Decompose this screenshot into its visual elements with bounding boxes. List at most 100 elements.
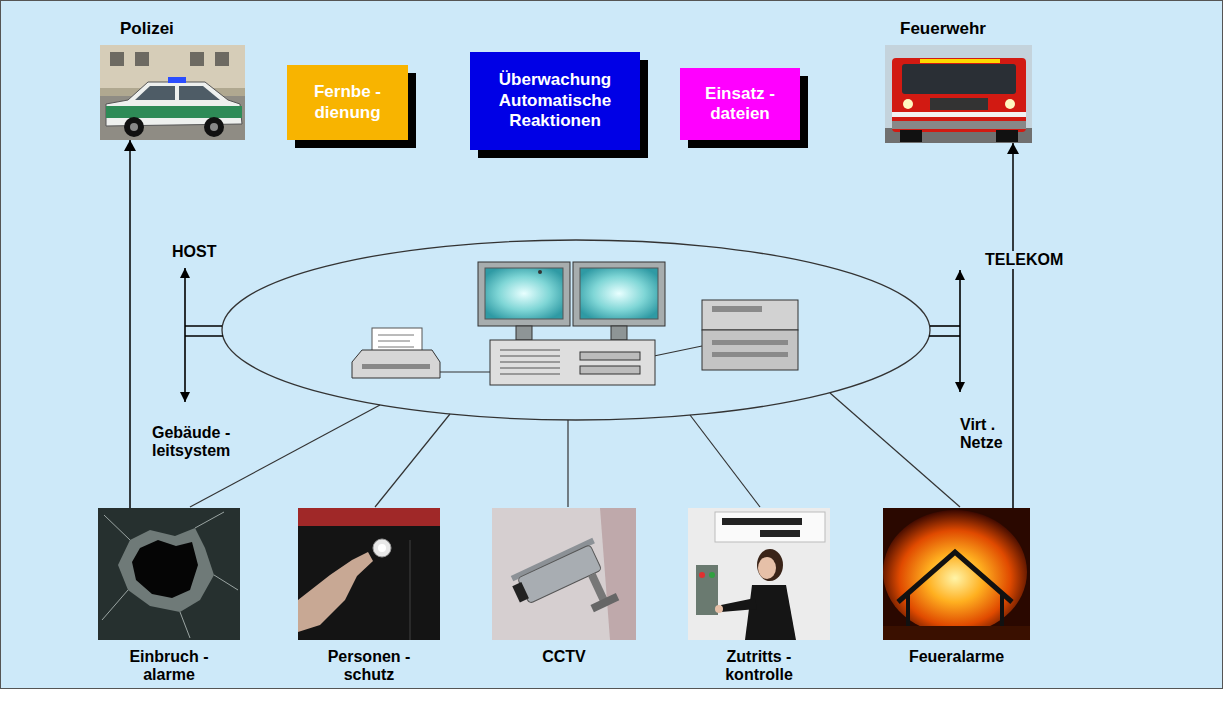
ring-spokes-part xyxy=(690,415,760,507)
workstation-part xyxy=(654,346,702,356)
host-bracket xyxy=(185,268,223,402)
access-control-photo-part xyxy=(699,572,705,578)
subsystem-photo-frame: Personen - schutz xyxy=(298,508,440,640)
access-control-photo-part xyxy=(709,572,715,578)
access-control-photo xyxy=(688,508,830,640)
broken-glass-photo-part xyxy=(102,512,238,638)
box-label: Überwachung Automatische Reaktionen xyxy=(478,70,632,131)
network-ring-part xyxy=(222,240,930,420)
access-control-photo-part xyxy=(722,518,802,525)
police-photo-part xyxy=(110,52,124,66)
access-control-photo-part xyxy=(688,508,830,640)
workstation-part xyxy=(438,371,492,372)
police-photo-part xyxy=(215,52,229,66)
subsystem-photo-frame: Zutritts - kontrolle xyxy=(688,508,830,640)
cctv-photo-part xyxy=(508,538,621,639)
fire-truck-photo-part xyxy=(920,59,1000,63)
function-box: Überwachung Automatische Reaktionen xyxy=(470,52,640,150)
access-control-photo-part xyxy=(757,549,783,581)
workstation-part xyxy=(378,347,414,348)
alarm-arrow xyxy=(129,140,131,508)
subsystem-photo-frame: Feueralarme xyxy=(883,508,1030,640)
ring-spokes-part xyxy=(375,414,450,507)
panic-button-photo-part xyxy=(373,539,391,557)
police-photo-part xyxy=(106,82,242,126)
interface-label: HOST xyxy=(172,243,216,261)
police-photo xyxy=(100,45,245,140)
panic-button-photo-part xyxy=(298,552,373,632)
police-photo-frame: Polizei xyxy=(100,45,245,140)
panic-button-photo-part xyxy=(409,540,411,640)
subsystem-photo-frame: Einbruch - alarme xyxy=(98,508,240,640)
photo-caption: Personen - schutz xyxy=(314,648,424,685)
host-bracket-part xyxy=(185,325,222,327)
subsystem-photo-frame: CCTV xyxy=(492,508,636,640)
cctv-photo xyxy=(492,508,636,640)
fire-truck-photo xyxy=(885,45,1032,143)
workstation-part xyxy=(580,352,640,360)
workstation-part xyxy=(490,340,655,385)
fire-photo-part xyxy=(898,552,1012,602)
telekom-bracket xyxy=(929,270,960,392)
workstation-part xyxy=(362,364,430,369)
fire-truck-photo-part xyxy=(1005,99,1015,109)
workstation-part xyxy=(712,352,788,357)
workstation-part xyxy=(580,268,658,319)
access-control-photo-part xyxy=(745,585,796,640)
fire-truck-photo-part xyxy=(892,112,1026,117)
access-control-photo-part xyxy=(696,565,718,615)
broken-glass-photo-part-part xyxy=(180,612,190,638)
workstation-part xyxy=(500,350,560,351)
workstation-part xyxy=(500,356,560,357)
ring-spokes-part xyxy=(567,420,568,507)
fire-truck-photo-part xyxy=(900,130,922,142)
broken-glass-photo-part xyxy=(118,528,214,612)
fire-brigade-photo-frame: Feuerwehr xyxy=(885,45,1032,143)
fire-truck-photo-part xyxy=(892,121,1026,129)
access-control-photo-part xyxy=(760,530,800,537)
photo-caption: Zutritts - kontrolle xyxy=(704,648,814,685)
police-photo-part xyxy=(130,123,138,131)
photo-caption: Feuerwehr xyxy=(900,19,986,39)
telekom-bracket-part xyxy=(930,325,960,327)
panic-button-photo-part xyxy=(298,508,440,526)
workstation-part xyxy=(378,335,414,336)
cctv-photo-part-part xyxy=(512,582,529,603)
interface-label: Gebäude - leitsystem xyxy=(152,424,262,461)
photo-caption: Feueralarme xyxy=(902,648,1012,666)
fire-truck-photo-part xyxy=(996,130,1018,142)
police-photo-part xyxy=(204,117,224,137)
fire-truck-photo-part xyxy=(930,98,988,110)
police-photo-part xyxy=(168,77,186,83)
fire-photo-part xyxy=(883,510,1027,634)
photo-caption: Polizei xyxy=(120,19,174,39)
fire-truck-photo-part xyxy=(902,64,1016,94)
photo-caption: Einbruch - alarme xyxy=(114,648,224,685)
broken-glass-photo-part-part xyxy=(102,590,128,620)
fire-photo xyxy=(883,508,1030,640)
fire-photo-part xyxy=(883,508,1030,640)
workstation-part xyxy=(378,341,410,342)
workstation-part xyxy=(538,270,542,274)
workstation-part xyxy=(500,374,560,375)
broken-glass-photo-part xyxy=(132,540,198,598)
host-bracket-part xyxy=(184,268,186,402)
workstation-part xyxy=(702,300,798,330)
interface-label: Virt . Netze xyxy=(958,416,1010,453)
cctv-photo-part-part xyxy=(517,545,601,604)
access-control-photo-part xyxy=(721,598,757,612)
broken-glass-photo-part-part xyxy=(104,515,130,540)
access-control-photo-part xyxy=(715,605,723,613)
workstation-part xyxy=(712,340,788,345)
network-ring xyxy=(222,240,930,420)
workstation-part xyxy=(611,326,627,340)
workstation-part xyxy=(702,330,798,370)
workstation-part xyxy=(580,366,640,374)
interface-label: TELEKOM xyxy=(983,251,1065,269)
fire-photo-part xyxy=(883,626,1030,640)
alarm-arrow xyxy=(1012,143,1014,508)
panic-button-photo-part xyxy=(378,544,386,552)
fire-truck-photo-part xyxy=(892,58,1026,132)
police-photo-part xyxy=(106,106,242,118)
panic-button-photo xyxy=(298,508,440,640)
